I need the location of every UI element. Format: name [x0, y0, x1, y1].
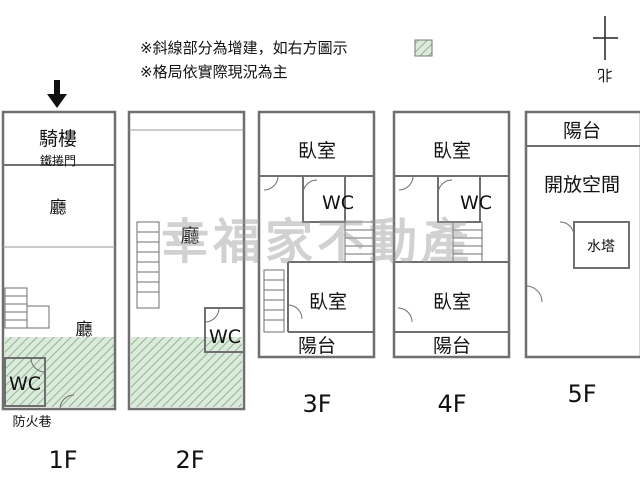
- room-label-hall: 廳: [180, 225, 199, 247]
- room-label-fire-lane: 防火巷: [12, 414, 51, 430]
- floor-label-4f: 4F: [437, 390, 466, 418]
- room-label-hall-upper: 廳: [50, 198, 67, 218]
- outer-wall-5f: [524, 110, 640, 359]
- floor-5f: 陽台 開放空間 水塔 5F: [524, 110, 640, 408]
- room-label-bedroom-back: 臥室: [433, 291, 471, 313]
- wc-room-1f: [4, 357, 46, 407]
- floor-3f: 臥室 WC 臥室 陽台 3F: [257, 110, 376, 418]
- floor-label-3f: 3F: [302, 390, 331, 418]
- room-label-wc: WC: [460, 192, 492, 214]
- outer-wall-1f: [1, 110, 117, 411]
- outer-wall-2f: [127, 110, 246, 411]
- floor-label-5f: 5F: [567, 380, 596, 408]
- addition-hatch-2f: [131, 337, 242, 407]
- north-arrow-icon: [593, 16, 618, 60]
- legend-hatch-swatch: [414, 39, 433, 57]
- room-label-wc: WC: [209, 326, 241, 348]
- room-label-wc: WC: [322, 192, 354, 214]
- stairs-2f: [136, 221, 160, 309]
- room-label-water-tower: 水塔: [587, 239, 615, 255]
- stairs-3f: [263, 221, 375, 333]
- floor-1f: 騎樓 鐵捲門 廳 廳 WC 防火巷 1F: [1, 110, 117, 474]
- wc-room-3f: [302, 175, 346, 223]
- entrance-arrow-icon: [47, 80, 67, 108]
- floor-2f: 廳 WC 2F: [127, 110, 246, 474]
- stairs-1f: [4, 287, 50, 329]
- room-label-arcade: 騎樓: [39, 128, 77, 150]
- outer-wall-4f: [392, 110, 511, 359]
- water-tower-room: [573, 221, 630, 269]
- room-label-bedroom-front: 臥室: [298, 140, 336, 162]
- legend-line-2: ※格局依實際現況為主: [140, 63, 288, 81]
- room-label-bedroom-front: 臥室: [433, 140, 471, 162]
- room-label-balcony: 陽台: [433, 335, 471, 357]
- floor-label-2f: 2F: [175, 446, 204, 474]
- door-5f: [525, 285, 543, 303]
- floor-4f: 臥室 WC 臥室 陽台 4F: [392, 110, 511, 418]
- room-label-balcony: 陽台: [298, 335, 336, 357]
- watermark: 幸福家不動產: [161, 214, 473, 270]
- room-label-balcony: 陽台: [563, 120, 601, 142]
- legend-line-1: ※斜線部分為增建，如右方圖示: [140, 39, 348, 57]
- floor-label-1f: 1F: [48, 446, 77, 474]
- addition-hatch-1f: [5, 337, 114, 407]
- rear-door-1f: [59, 394, 75, 410]
- compass-label: 北: [597, 66, 612, 84]
- room-label-hall-lower: 廳: [76, 320, 93, 340]
- room-label-bedroom-back: 臥室: [309, 291, 347, 313]
- wc-room-2f: [204, 307, 245, 353]
- room-label-wc: WC: [9, 373, 41, 395]
- room-label-open-space: 開放空間: [544, 174, 620, 196]
- room-label-shutter: 鐵捲門: [40, 153, 76, 168]
